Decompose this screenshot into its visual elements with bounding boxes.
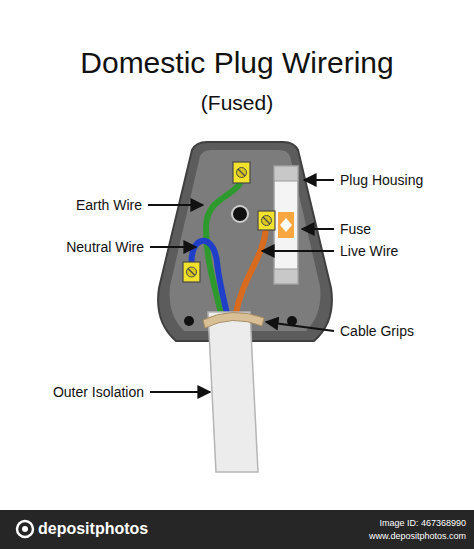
part-label: Earth Wire xyxy=(76,197,142,213)
terminal-screw xyxy=(237,168,247,178)
part-label: Cable Grips xyxy=(340,323,414,339)
housing-inner xyxy=(170,150,321,331)
live-wire xyxy=(235,228,266,318)
logo-icon xyxy=(17,521,33,537)
screw-hole xyxy=(184,316,194,326)
neutral-terminal xyxy=(183,262,200,282)
leader-arrow xyxy=(304,179,334,181)
watermark-logo: depositphotos xyxy=(38,520,148,538)
live-terminal xyxy=(258,211,275,230)
cable-grip xyxy=(203,312,264,328)
plug-housing xyxy=(158,142,332,341)
leader-arrows xyxy=(148,180,334,392)
leader-arrow xyxy=(148,204,203,206)
screw-slot xyxy=(263,217,270,224)
part-label: Outer Isolation xyxy=(53,384,144,400)
diagram-subtitle: (Fused) xyxy=(201,91,273,115)
pin-hole xyxy=(232,206,248,222)
part-label: Plug Housing xyxy=(340,172,423,188)
screw-slot xyxy=(238,169,245,176)
fuse-body xyxy=(274,166,298,284)
logo-ring xyxy=(17,521,33,537)
part-label: Fuse xyxy=(340,221,371,237)
leader-arrow xyxy=(150,246,196,248)
watermark-url: www.depositphotos.com xyxy=(369,531,466,541)
screw-slot xyxy=(188,269,195,276)
leader-arrow xyxy=(266,322,334,331)
footer-bar xyxy=(0,510,474,549)
earth-terminal xyxy=(233,162,250,183)
fuse-label xyxy=(278,212,294,238)
leader-arrow xyxy=(302,228,334,230)
logo-dot xyxy=(22,526,28,532)
leader-arrow xyxy=(262,250,334,252)
fuse xyxy=(274,166,298,284)
terminal-screw xyxy=(262,216,272,226)
part-label: Neutral Wire xyxy=(66,239,144,255)
fuse-cap xyxy=(274,166,298,181)
terminal xyxy=(183,162,275,282)
image-id: Image ID: 467368990 xyxy=(379,518,466,528)
terminal-screw xyxy=(187,267,197,277)
part-label: Live Wire xyxy=(340,243,398,259)
fuse-mark xyxy=(280,218,292,232)
diagram-title: Domestic Plug Wirering xyxy=(0,46,474,81)
leader-arrow xyxy=(150,391,210,393)
outer-cable xyxy=(208,312,258,472)
fuse-cap xyxy=(274,269,298,284)
